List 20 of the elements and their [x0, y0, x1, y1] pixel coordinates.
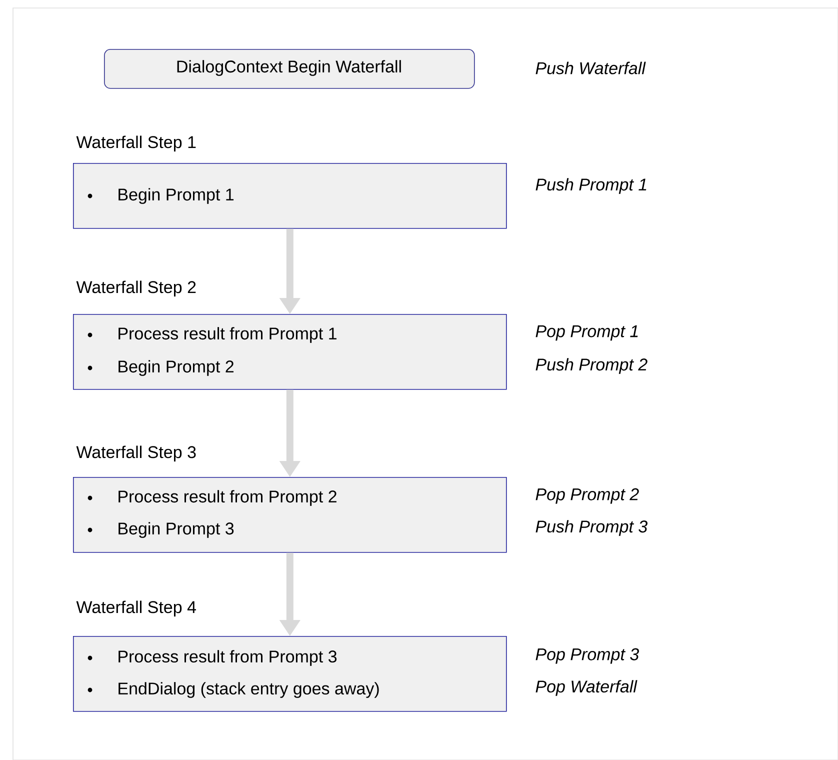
- bullet-item: Process result from Prompt 2: [118, 490, 336, 506]
- bullet-item: EndDialog (stack entry goes away): [118, 682, 379, 698]
- bullet-item: Begin Prompt 2: [118, 360, 234, 376]
- side-note: Pop Waterfall: [536, 680, 638, 696]
- step-heading: Waterfall Step 2: [76, 280, 196, 297]
- side-note: Push Prompt 2: [536, 358, 648, 374]
- bullet-item: Begin Prompt 1: [118, 188, 234, 204]
- side-note: Push Prompt 1: [536, 178, 646, 194]
- side-note: Pop Prompt 1: [536, 325, 638, 341]
- side-note: Pop Prompt 2: [536, 488, 639, 504]
- step-heading: Waterfall Step 4: [76, 600, 196, 617]
- side-note: Pop Prompt 3: [536, 648, 639, 664]
- bullet-item: Process result from Prompt 3: [118, 650, 337, 666]
- step-heading: Waterfall Step 3: [76, 446, 196, 462]
- side-note: Push Prompt 3: [536, 520, 648, 536]
- bullet-item: Process result from Prompt 1: [118, 327, 336, 343]
- box-label: DialogContext Begin Waterfall: [177, 60, 401, 76]
- side-note: Push Waterfall: [536, 62, 646, 74]
- step-heading: Waterfall Step 1: [76, 136, 196, 152]
- bullet-item: Begin Prompt 3: [118, 522, 234, 538]
